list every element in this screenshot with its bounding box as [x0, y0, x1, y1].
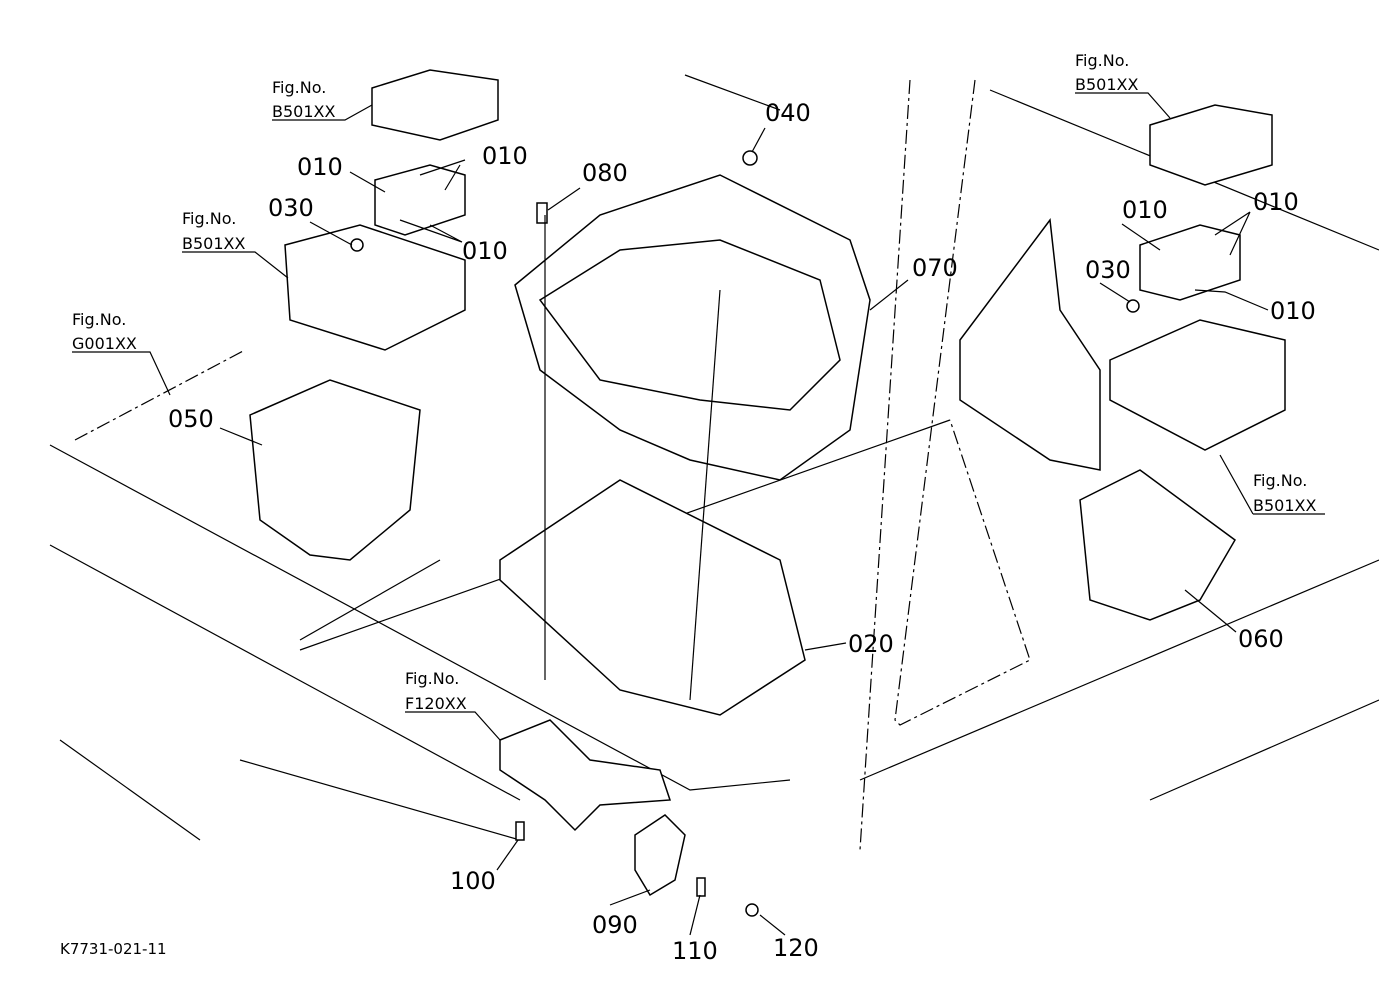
- plate-020: [499, 479, 806, 716]
- callout-010: 010: [1253, 188, 1299, 216]
- callout-110: 110: [672, 937, 718, 965]
- nut-030-left: [350, 238, 364, 252]
- callout-040: 040: [765, 99, 811, 127]
- callout-020: 020: [848, 630, 894, 658]
- bracket-050: [249, 379, 421, 561]
- fig-ref-code[interactable]: F120XX: [405, 694, 467, 713]
- callout-120: 120: [773, 934, 819, 962]
- callout-010: 010: [1122, 196, 1168, 224]
- fig-ref-code[interactable]: B501XX: [272, 102, 335, 121]
- callout-010: 010: [462, 237, 508, 265]
- bolt-080: [536, 202, 548, 224]
- fig-ref-center-bracket[interactable]: Fig.No. F120XX: [405, 669, 467, 713]
- clip-100: [515, 821, 525, 841]
- fuse-box-cover-right: [1149, 104, 1273, 186]
- fig-ref-left-frame[interactable]: Fig.No. G001XX: [72, 310, 137, 353]
- fig-ref-top-left-lower[interactable]: Fig.No. B501XX: [182, 209, 245, 253]
- fig-ref-label: Fig.No.: [1075, 51, 1129, 70]
- callout-030: 030: [1085, 256, 1131, 284]
- side-panel-070: [959, 218, 1101, 471]
- nut-040: [742, 150, 758, 166]
- fig-ref-code[interactable]: B501XX: [182, 234, 245, 253]
- fig-ref-label: Fig.No.: [272, 78, 326, 97]
- fig-ref-label: Fig.No.: [182, 209, 236, 228]
- relay-group-right: [1139, 224, 1241, 301]
- callout-100: 100: [450, 867, 496, 895]
- nut-030-right: [1126, 299, 1140, 313]
- diagram-code: K7731-021-11: [60, 940, 167, 958]
- switch-090: [634, 814, 686, 897]
- screw-120: [745, 903, 759, 917]
- callout-030: 030: [268, 194, 314, 222]
- relay-holder-right: [1109, 319, 1286, 451]
- callout-010: 010: [297, 153, 343, 181]
- callout-050: 050: [168, 405, 214, 433]
- parts: [249, 69, 1286, 917]
- fig-ref-right-lower[interactable]: Fig.No. B501XX: [1253, 471, 1316, 515]
- bracket-060: [1079, 469, 1236, 621]
- callout-060: 060: [1238, 625, 1284, 653]
- callout-010: 010: [482, 142, 528, 170]
- clip-110: [696, 877, 706, 897]
- fig-ref-code[interactable]: B501XX: [1075, 75, 1138, 94]
- bracket-f120: [499, 719, 672, 832]
- fuse-box-cover-left: [371, 69, 499, 141]
- fig-ref-label: Fig.No.: [72, 310, 126, 329]
- relay-group-left: [374, 164, 466, 236]
- battery-tray-inner: [538, 239, 841, 411]
- callout-070: 070: [912, 254, 958, 282]
- fig-ref-label: Fig.No.: [1253, 471, 1307, 490]
- fig-ref-code[interactable]: G001XX: [72, 334, 137, 353]
- fig-ref-code[interactable]: B501XX: [1253, 496, 1316, 515]
- callout-080: 080: [582, 159, 628, 187]
- relay-holder-left: [284, 224, 466, 351]
- fig-ref-top-left-upper[interactable]: Fig.No. B501XX: [272, 78, 335, 121]
- callout-090: 090: [592, 911, 638, 939]
- fig-ref-top-right[interactable]: Fig.No. B501XX: [1075, 51, 1138, 94]
- leader-lines: [72, 92, 1325, 936]
- callout-010: 010: [1270, 297, 1316, 325]
- fig-ref-label: Fig.No.: [405, 669, 459, 688]
- callouts: 010 010 010 030 050 080 040 070 010 010 …: [168, 99, 1316, 965]
